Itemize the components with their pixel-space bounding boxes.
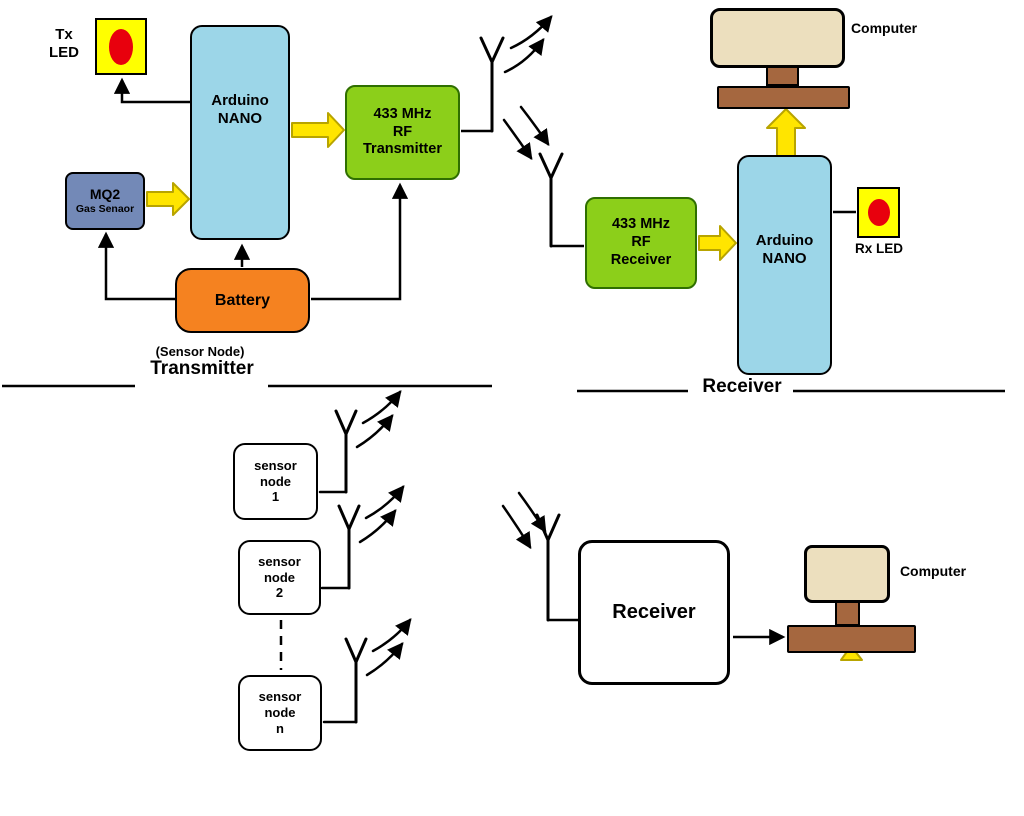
rf-receiver-module: 433 MHz RF Receiver	[585, 197, 697, 289]
transmitter-caption: Transmitter	[150, 358, 254, 379]
rf-transmitter-module: 433 MHz RF Transmitter	[345, 85, 460, 180]
tx-antenna-icon	[479, 36, 505, 133]
rx-waves-icon	[502, 105, 550, 161]
mq2-to-arduino-arrow	[146, 182, 190, 216]
sensor-node-n: sensor node n	[238, 675, 322, 751]
computer-label-top: Computer	[850, 20, 918, 36]
computer-base-arrow	[840, 645, 863, 661]
node2-waves-icon	[358, 485, 405, 544]
tx-waves-icon	[503, 15, 553, 74]
sensor-node-2: sensor node 2	[238, 540, 321, 615]
network-antenna-icon	[535, 513, 561, 622]
battery-to-rftx-line	[311, 182, 409, 301]
computer-label-bottom: Computer	[899, 563, 967, 579]
noden-waves-icon	[365, 618, 412, 677]
rx-led-label: Rx LED	[854, 241, 903, 256]
battery-to-mq2-line	[97, 231, 175, 301]
arduino-nano-receiver: Arduino NANO	[737, 155, 832, 375]
node1-antenna-icon	[318, 409, 358, 494]
noden-antenna-icon	[322, 637, 368, 724]
computer-monitor-top-screen	[710, 8, 845, 68]
computer-monitor-bottom-screen	[804, 545, 890, 603]
rx-led-bulb-icon	[867, 199, 890, 226]
mq2-title: MQ2	[89, 186, 121, 203]
tx-led-bulb-icon	[109, 28, 133, 65]
network-receiver: Receiver	[578, 540, 730, 685]
sensor-node-1: sensor node 1	[233, 443, 318, 520]
arduino-to-rftx-arrow	[291, 112, 345, 148]
rx-led-indicator	[857, 187, 900, 238]
computer-monitor-bottom-base	[787, 625, 916, 653]
rfrx-to-arduino-arrow	[698, 225, 737, 261]
arduino-nano-transmitter: Arduino NANO	[190, 25, 290, 240]
node1-waves-icon	[355, 390, 402, 449]
sensor-node-subcaption: (Sensor Node)	[155, 344, 245, 359]
tx-led-label: Tx LED	[49, 26, 79, 62]
node2-antenna-icon	[320, 504, 361, 590]
mq2-subtitle: Gas Senaor	[75, 203, 135, 216]
computer-monitor-bottom-stand	[835, 601, 860, 626]
computer-monitor-top-stand	[766, 66, 799, 86]
battery: Battery	[175, 268, 310, 333]
rx-antenna-icon	[538, 152, 564, 248]
arduino-to-txled-line	[113, 77, 190, 104]
arduino-to-computer-arrow	[766, 108, 806, 157]
computer-monitor-top-base	[717, 86, 850, 109]
receiver-caption: Receiver	[702, 376, 782, 397]
mq2-gas-sensor: MQ2 Gas Senaor	[65, 172, 145, 230]
tx-led-indicator	[95, 18, 147, 75]
